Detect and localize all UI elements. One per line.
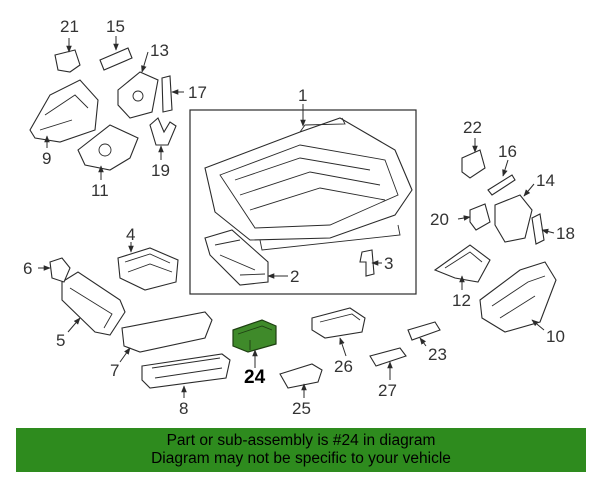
part-3[interactable] [359, 249, 375, 277]
part-16[interactable] [487, 174, 516, 196]
banner-line-1: Part or sub-assembly is #24 in diagram [166, 432, 436, 449]
callout-1: 1 [298, 86, 307, 105]
callout-19: 19 [151, 161, 170, 180]
part-12[interactable] [433, 244, 491, 283]
part-25[interactable] [279, 363, 323, 389]
banner-line-2: Diagram may not be specific to your vehi… [151, 450, 451, 467]
part-15[interactable] [99, 47, 133, 71]
part-4[interactable] [117, 247, 179, 291]
callout-3: 3 [384, 254, 393, 273]
part-20[interactable] [469, 203, 491, 231]
callout-25: 25 [292, 399, 311, 418]
part-5[interactable] [61, 271, 126, 336]
part-14[interactable] [494, 194, 533, 243]
part-18[interactable] [531, 213, 545, 245]
callout-2: 2 [290, 267, 299, 286]
part-17[interactable] [161, 75, 173, 113]
callout-7: 7 [110, 361, 119, 380]
part-26[interactable] [311, 307, 366, 339]
callout-18: 18 [556, 224, 575, 243]
callout-5: 5 [56, 331, 65, 350]
part-8[interactable] [141, 353, 231, 389]
callout-17: 17 [188, 83, 207, 102]
callout-16: 16 [498, 142, 517, 161]
part-21[interactable] [54, 49, 81, 73]
part-6[interactable] [49, 257, 71, 283]
part-9[interactable] [29, 79, 99, 143]
callout-24: 24 [244, 367, 266, 388]
callout-numbers: 1 2 3 4 5 6 7 8 9 10 11 12 13 14 15 16 1… [23, 17, 575, 418]
part-2[interactable] [204, 229, 269, 286]
part-10[interactable] [479, 261, 557, 333]
part-7[interactable] [121, 311, 213, 353]
seat-frame-part[interactable] [204, 117, 413, 251]
callout-21: 21 [60, 17, 79, 36]
part-11[interactable] [77, 124, 139, 171]
callout-10: 10 [546, 327, 565, 346]
callout-20: 20 [430, 210, 449, 229]
part-23[interactable] [407, 321, 441, 341]
callout-22: 22 [463, 118, 482, 137]
callout-23: 23 [428, 345, 447, 364]
leader-lines [38, 36, 555, 398]
seat-parts-diagram: 1 2 3 4 5 6 7 8 9 10 11 12 13 14 15 16 1… [23, 17, 575, 418]
callout-8: 8 [179, 399, 188, 418]
part-24[interactable] [232, 319, 277, 353]
callout-11: 11 [91, 181, 109, 200]
callout-26: 26 [334, 357, 353, 376]
callout-27: 27 [378, 381, 397, 400]
callout-14: 14 [536, 171, 555, 190]
part-19[interactable] [149, 117, 177, 146]
fitment-banner: Part or sub-assembly is #24 in diagram D… [16, 428, 586, 472]
callout-15: 15 [106, 17, 125, 36]
callout-6: 6 [23, 259, 32, 278]
part-13[interactable] [117, 71, 159, 119]
callout-12: 12 [452, 291, 471, 310]
callout-4: 4 [126, 225, 135, 244]
part-22[interactable] [461, 149, 486, 179]
callout-9: 9 [42, 149, 51, 168]
callout-13: 13 [150, 41, 169, 60]
part-27[interactable] [369, 347, 407, 367]
